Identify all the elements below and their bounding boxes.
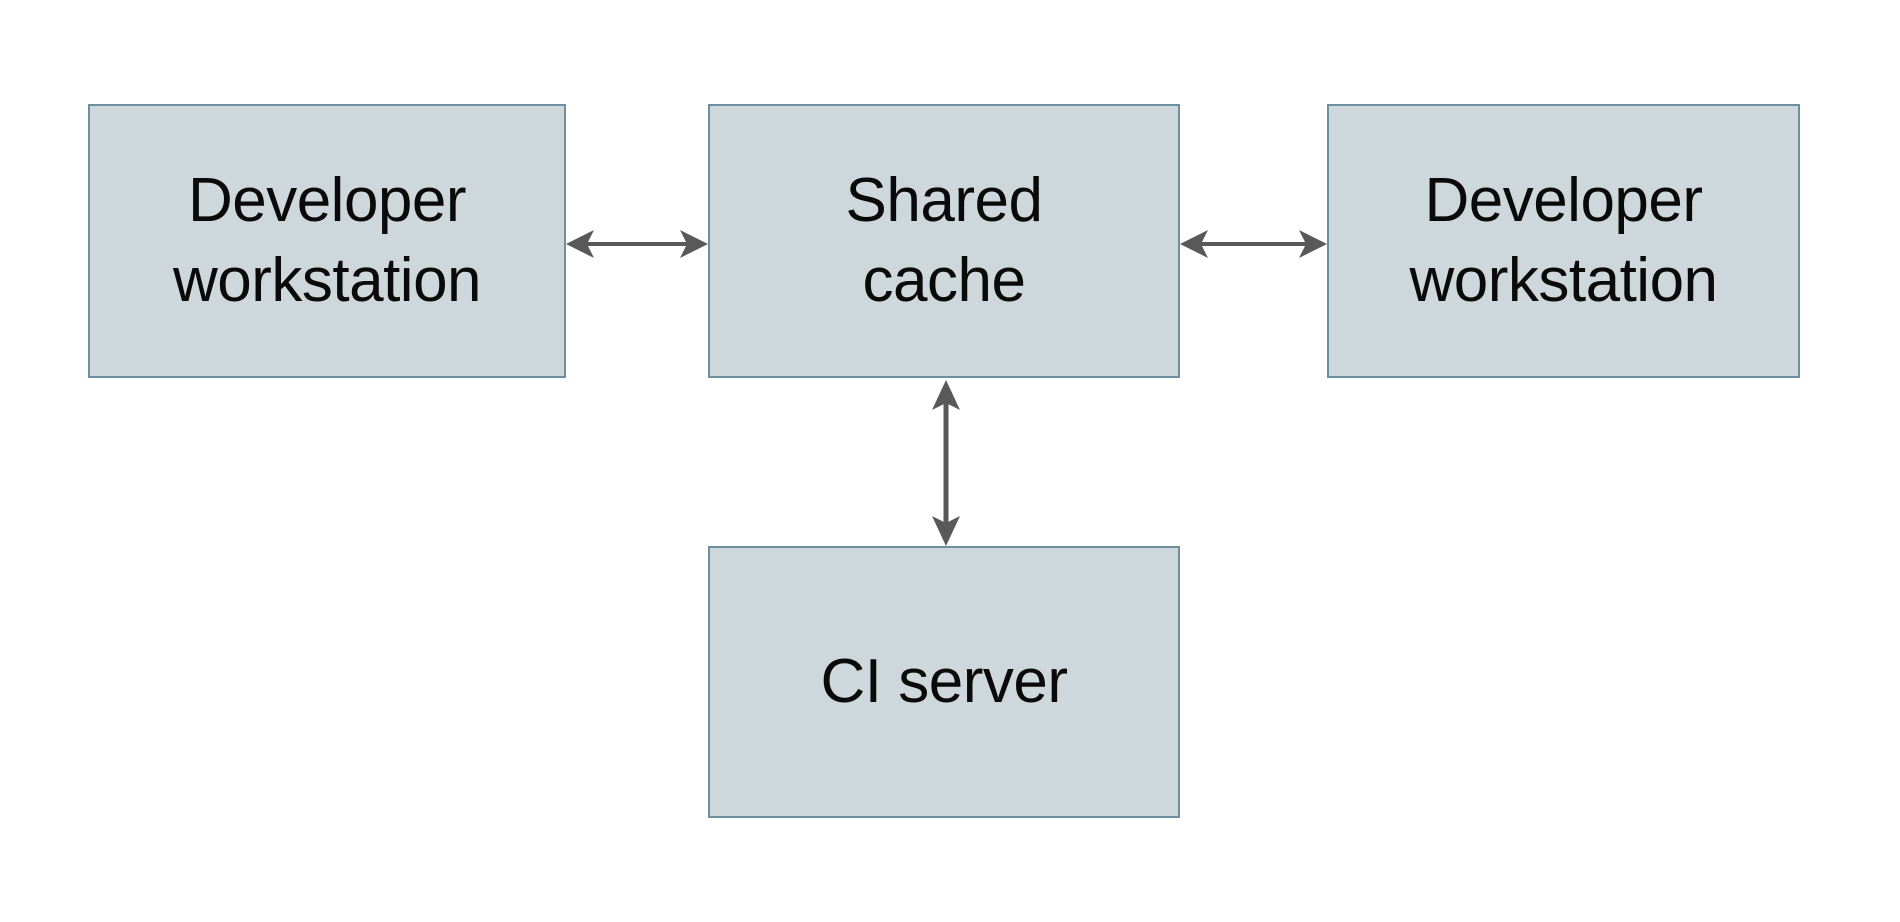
node-developer-workstation-left[interactable]: Developer workstation	[88, 104, 566, 378]
double-arrow-horizontal-icon	[566, 230, 708, 258]
node-developer-workstation-right-label: Developer workstation	[1409, 166, 1718, 315]
node-developer-workstation-right[interactable]: Developer workstation	[1327, 104, 1800, 378]
connector-dev-left-to-shared-cache	[566, 230, 708, 258]
connector-shared-cache-to-ci-server	[932, 380, 960, 546]
double-arrow-horizontal-icon	[1180, 230, 1327, 258]
node-shared-cache-label: Shared cache	[845, 166, 1043, 315]
node-shared-cache[interactable]: Shared cache	[708, 104, 1180, 378]
node-ci-server-label: CI server	[820, 647, 1068, 716]
node-developer-workstation-left-label: Developer workstation	[172, 166, 482, 315]
node-ci-server[interactable]: CI server	[708, 546, 1180, 818]
connector-shared-cache-to-dev-right	[1180, 230, 1327, 258]
double-arrow-vertical-icon	[932, 380, 960, 546]
